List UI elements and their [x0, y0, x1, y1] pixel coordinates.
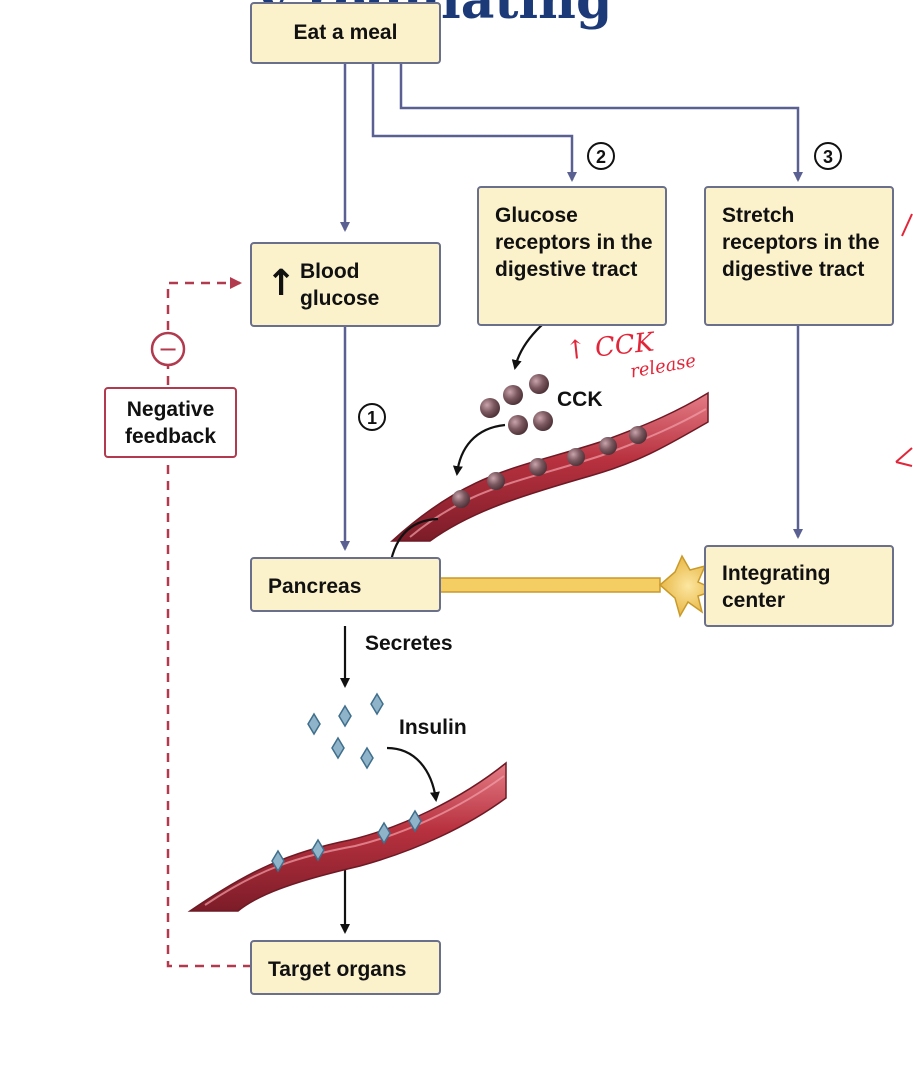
stretch-receptors-text: Stretch receptors in the digestive tract	[722, 204, 880, 281]
arrow-meal-to-glucose-receptors	[371, 64, 577, 182]
arrow-meal-to-stretch-receptors	[399, 64, 803, 182]
insulin-molecules	[271, 692, 422, 873]
step-1-label: 1	[367, 408, 377, 428]
eat-meal-text: Eat a meal	[293, 21, 398, 44]
integrating-center-box: Integrating center	[704, 545, 894, 627]
insulin-label: Insulin	[399, 716, 467, 739]
stretch-receptors-box: Stretch receptors in the digestive tract	[704, 186, 894, 326]
flow-arrows	[340, 64, 803, 551]
step-markers	[358, 142, 842, 431]
cck-label: CCK	[557, 388, 603, 411]
step-2-icon	[587, 142, 615, 170]
step-1-icon	[358, 403, 386, 431]
negative-feedback-box: Negative feedback	[104, 387, 237, 458]
minus-sign: −	[158, 335, 178, 363]
up-arrow-icon: ↑	[266, 263, 297, 304]
step-2-label: 2	[596, 147, 606, 167]
blood-glucose-text: Blood glucose	[300, 260, 380, 310]
glucose-receptors-text: Glucose receptors in the digestive tract	[495, 204, 653, 281]
blood-vessel-lower	[187, 761, 507, 912]
blood-vessel-upper	[390, 391, 709, 542]
blood-glucose-box: ↑ Blood glucose	[250, 242, 441, 327]
negative-feedback-text: Negative feedback	[124, 398, 217, 448]
minus-circle-icon	[150, 331, 186, 367]
pancreas-text: Pancreas	[268, 575, 362, 598]
integrating-center-text: Integrating center	[722, 562, 831, 612]
cck-molecules	[452, 374, 647, 508]
step-3-label: 3	[823, 147, 833, 167]
handwritten-marks	[895, 213, 913, 467]
secretes-label: Secretes	[365, 632, 453, 655]
feedback-loop	[166, 277, 252, 968]
step-3-icon	[814, 142, 842, 170]
pancreas-box: Pancreas	[250, 557, 441, 612]
neuron	[431, 554, 719, 618]
glucose-receptors-box: Glucose receptors in the digestive tract	[477, 186, 667, 326]
target-organs-box: Target organs	[250, 940, 441, 995]
eat-meal-box: Eat a meal	[250, 2, 441, 64]
target-organs-text: Target organs	[268, 958, 407, 981]
